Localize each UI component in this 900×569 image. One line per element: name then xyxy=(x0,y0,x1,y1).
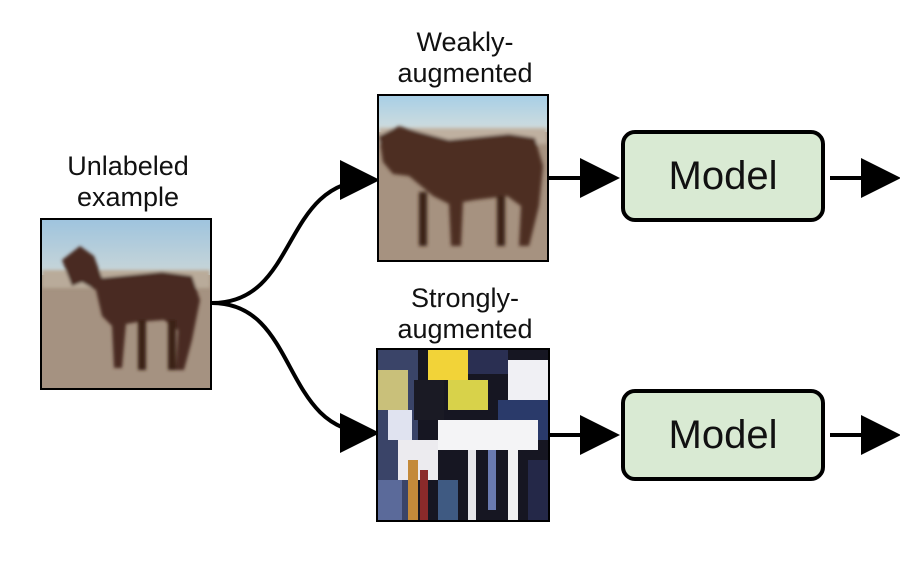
model-box-top: Model xyxy=(621,130,825,222)
model-label-bottom: Model xyxy=(668,412,778,457)
branch-arrow-weak xyxy=(211,160,380,305)
strong-label: Strongly- augmented xyxy=(380,283,550,345)
weak-label-line2: augmented xyxy=(397,58,533,88)
model-box-bottom: Model xyxy=(621,389,825,481)
weak-label-line1: Weakly- xyxy=(416,27,514,57)
weakly-augmented-image xyxy=(377,94,549,262)
branch-arrow-strong xyxy=(211,301,380,453)
input-horse-image xyxy=(40,218,212,390)
input-label: Unlabeled example xyxy=(43,151,213,213)
input-label-line1: Unlabeled xyxy=(67,151,189,181)
strongly-augmented-image xyxy=(376,348,550,522)
strong-label-line1: Strongly- xyxy=(410,283,520,313)
strong-label-line2: augmented xyxy=(397,314,533,344)
weak-label: Weakly- augmented xyxy=(380,27,550,89)
model-label-top: Model xyxy=(668,153,778,198)
input-label-line2: example xyxy=(76,182,180,212)
